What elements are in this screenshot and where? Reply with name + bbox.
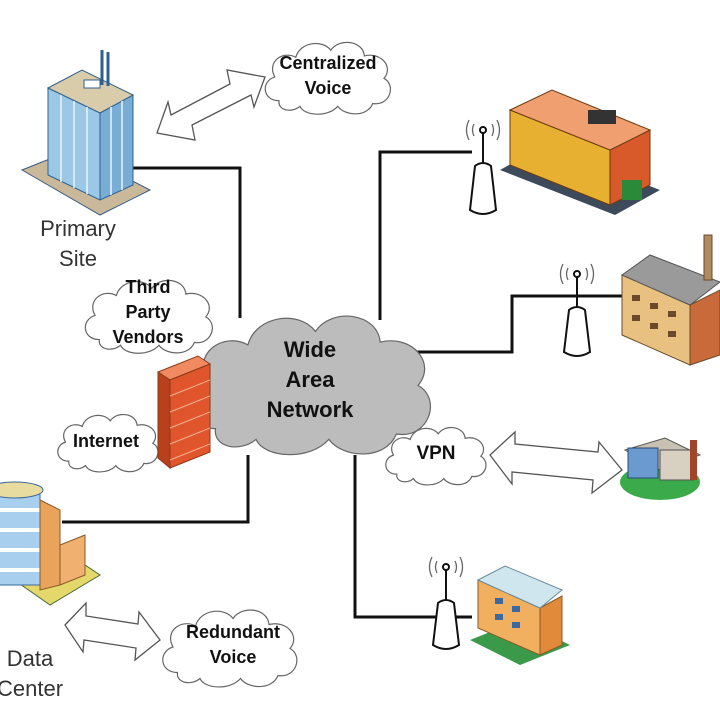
cloud-vpn: VPN [385,426,487,486]
antenna-icons [428,119,595,650]
data-center-label-2: Center [0,676,63,701]
centralized-voice-label-2: Voice [305,78,352,98]
link-apartment [353,455,472,619]
primary-site-label-1: Primary [40,216,116,241]
network-links [62,150,622,619]
factory-building-icon [620,234,720,366]
wireless-antenna-icon [559,263,595,357]
vendors-label-1: Third [126,277,171,297]
link-data-center [62,455,250,524]
wan-cloud: Wide Area Network [187,314,433,457]
wan-label-3: Network [267,397,355,422]
firewall-icon [156,355,212,470]
cloud-centralized-voice: Centralized Voice [264,41,392,116]
wireless-antenna-icon [428,556,464,650]
wan-label-1: Wide [284,337,336,362]
data-center-building-icon [0,481,101,606]
vendors-label-2: Party [125,302,170,322]
apartment-building-icon [470,565,570,665]
vpn-label: VPN [416,443,455,464]
cloud-third-party-vendors: Third Party Vendors [84,277,214,355]
centralized-voice-label-1: Centralized [279,53,376,73]
cloud-redundant-voice: Redundant Voice [161,609,298,688]
redundant-voice-label-2: Voice [210,647,257,667]
double-arrow-redundant-voice [64,601,161,662]
data-center-label-1: Data [7,646,54,671]
link-factory [408,294,622,354]
link-retail-store [378,150,472,320]
double-arrow-vpn [489,430,623,495]
vendors-label-3: Vendors [112,327,183,347]
retail-store-building-icon [500,89,660,215]
wireless-antenna-icon [465,119,501,215]
house-icon [620,437,702,500]
wan-label-2: Area [286,367,336,392]
double-arrow-centralized-voice [156,69,266,141]
link-primary-site [128,166,242,318]
redundant-voice-label-1: Redundant [186,622,280,642]
internet-label: Internet [73,431,139,451]
cloud-internet: Internet [57,413,159,473]
primary-site-label-2: Site [59,246,97,271]
primary-site-building-icon [20,50,152,216]
